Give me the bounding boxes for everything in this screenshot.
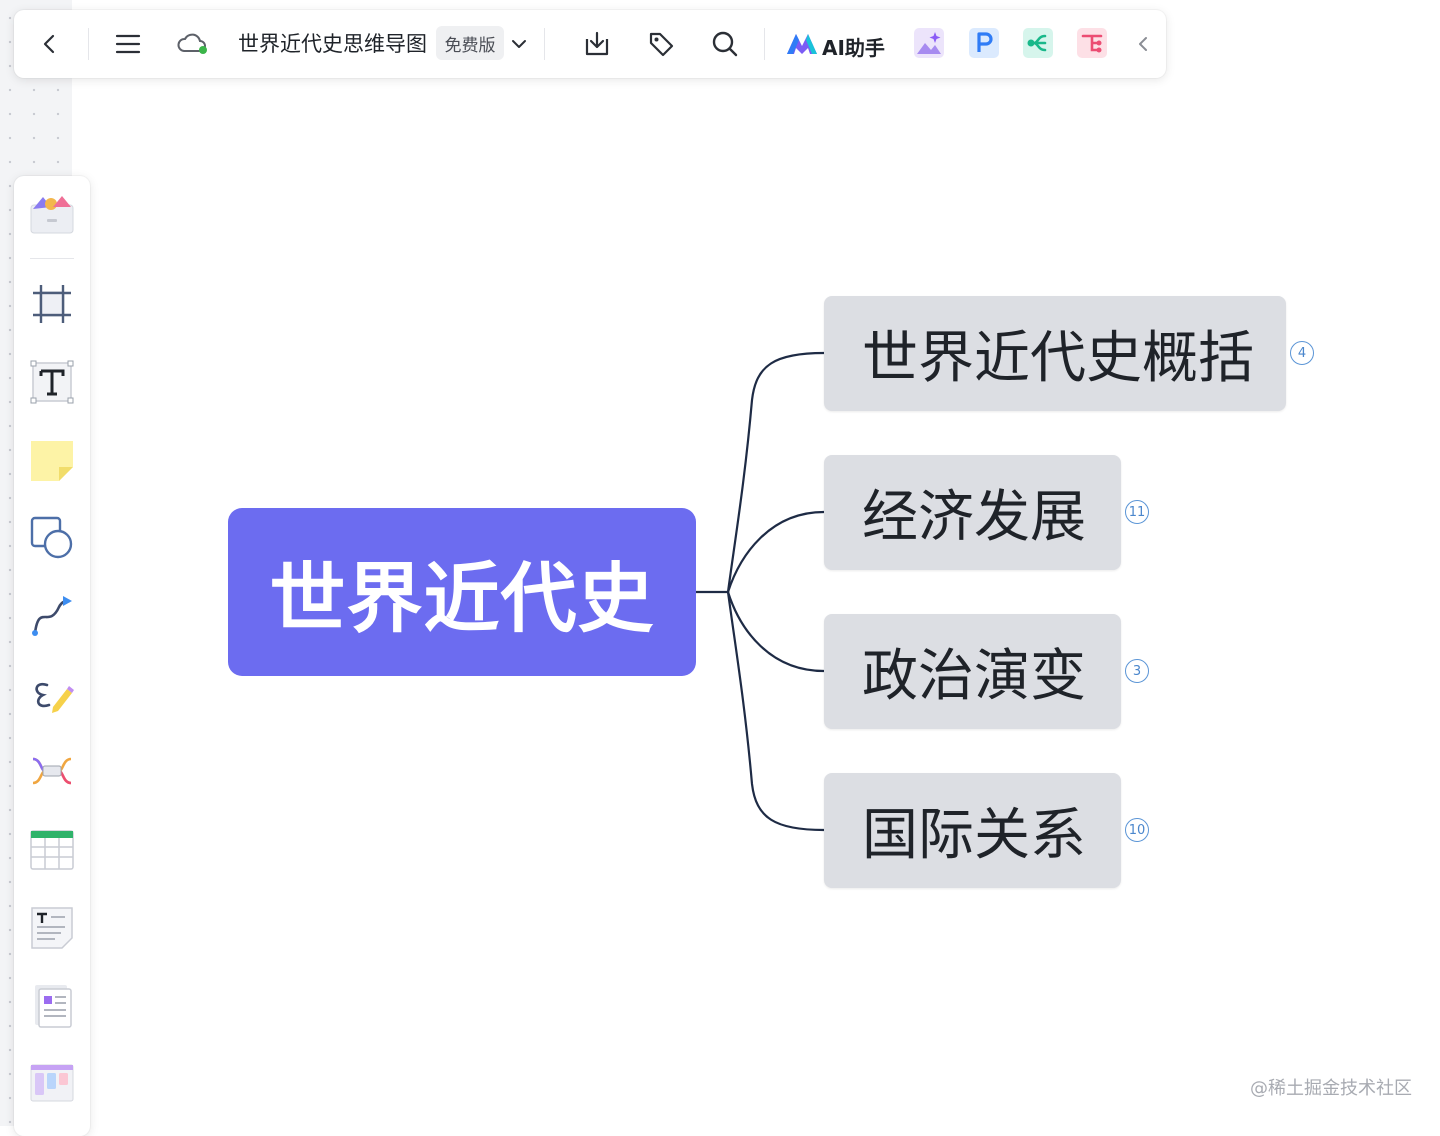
chevron-left-icon bbox=[1139, 37, 1147, 51]
mindmap-button[interactable] bbox=[1021, 26, 1055, 60]
toolbar-divider bbox=[764, 28, 765, 60]
menu-button[interactable] bbox=[112, 28, 144, 60]
mindmap-topic[interactable]: 经济发展 bbox=[824, 455, 1121, 570]
mindmap-root-node[interactable]: 世界近代史 bbox=[228, 508, 696, 676]
cloud-sync-icon bbox=[177, 33, 207, 54]
mindmap-topic[interactable]: 国际关系 bbox=[824, 773, 1121, 888]
export-button[interactable] bbox=[580, 27, 614, 61]
frame-tool[interactable] bbox=[28, 280, 76, 328]
org-chart-icon bbox=[1077, 28, 1107, 58]
text-document-icon bbox=[31, 907, 73, 949]
search-icon bbox=[712, 31, 738, 57]
template-icon bbox=[30, 196, 74, 234]
shape-icon bbox=[30, 516, 73, 559]
mindmap-icon bbox=[32, 757, 72, 785]
connector-icon bbox=[32, 596, 72, 636]
text-document-tool[interactable] bbox=[28, 904, 76, 952]
title-dropdown[interactable] bbox=[508, 32, 530, 56]
ai-logo-icon bbox=[787, 34, 817, 54]
document-icon bbox=[35, 985, 72, 1028]
sticky-note-icon bbox=[31, 441, 73, 481]
sidebar-divider bbox=[30, 258, 74, 259]
subtopic-count-badge[interactable]: 4 bbox=[1290, 341, 1314, 365]
subtopic-count-badge[interactable]: 11 bbox=[1125, 500, 1149, 524]
connector-branch-1 bbox=[726, 351, 825, 593]
p-icon bbox=[969, 28, 999, 58]
connector-branch-3 bbox=[726, 591, 825, 673]
connector-branch-2 bbox=[726, 510, 825, 593]
kanban-icon bbox=[30, 1064, 74, 1102]
ai-assistant-button[interactable] bbox=[784, 30, 820, 58]
toolbar-divider bbox=[88, 28, 89, 60]
top-toolbar: 世界近代史思维导图 免费版 AI助手 bbox=[14, 10, 1166, 78]
template-tool[interactable] bbox=[28, 190, 76, 238]
ai-assistant-label[interactable]: AI助手 bbox=[822, 36, 885, 60]
mindmap-tool[interactable] bbox=[28, 748, 76, 796]
document-title[interactable]: 世界近代史思维导图 bbox=[238, 32, 427, 56]
frame-icon bbox=[33, 285, 71, 323]
connector-tool[interactable] bbox=[28, 592, 76, 640]
ai-image-icon bbox=[914, 28, 944, 58]
plan-badge[interactable]: 免费版 bbox=[436, 26, 504, 60]
table-tool[interactable] bbox=[28, 826, 76, 874]
menu-icon bbox=[115, 34, 141, 54]
cloud-sync-status[interactable] bbox=[176, 30, 210, 58]
chevron-down-icon bbox=[512, 40, 526, 48]
toolbar-divider bbox=[544, 28, 545, 60]
tag-icon bbox=[649, 32, 674, 57]
org-chart-button[interactable] bbox=[1075, 26, 1109, 60]
ai-image-button[interactable] bbox=[912, 26, 946, 60]
mindmap-topic[interactable]: 世界近代史概括 bbox=[824, 296, 1286, 411]
download-icon bbox=[585, 31, 609, 56]
collapse-toolbar-button[interactable] bbox=[1132, 32, 1154, 56]
text-tool[interactable] bbox=[28, 358, 76, 406]
mindmap-icon bbox=[1023, 28, 1053, 58]
watermark: @稀土掘金技术社区 bbox=[1250, 1078, 1412, 1099]
pen-icon bbox=[35, 682, 74, 713]
connector-branch-4 bbox=[726, 591, 825, 832]
subtopic-count-badge[interactable]: 10 bbox=[1125, 818, 1149, 842]
subtopic-count-badge[interactable]: 3 bbox=[1125, 659, 1149, 683]
sticky-note-tool[interactable] bbox=[28, 436, 76, 484]
pen-tool[interactable] bbox=[28, 670, 76, 718]
shape-tool[interactable] bbox=[28, 514, 76, 562]
table-icon bbox=[30, 830, 74, 870]
tool-sidebar bbox=[14, 176, 90, 1136]
chevron-left-icon bbox=[43, 34, 55, 54]
text-icon bbox=[30, 360, 74, 404]
back-button[interactable] bbox=[34, 28, 66, 60]
presentation-button[interactable] bbox=[967, 26, 1001, 60]
tag-button[interactable] bbox=[644, 27, 678, 61]
mindmap-topic[interactable]: 政治演变 bbox=[824, 614, 1121, 729]
search-button[interactable] bbox=[708, 27, 742, 61]
kanban-tool[interactable] bbox=[28, 1060, 76, 1108]
document-tool[interactable] bbox=[28, 982, 76, 1030]
